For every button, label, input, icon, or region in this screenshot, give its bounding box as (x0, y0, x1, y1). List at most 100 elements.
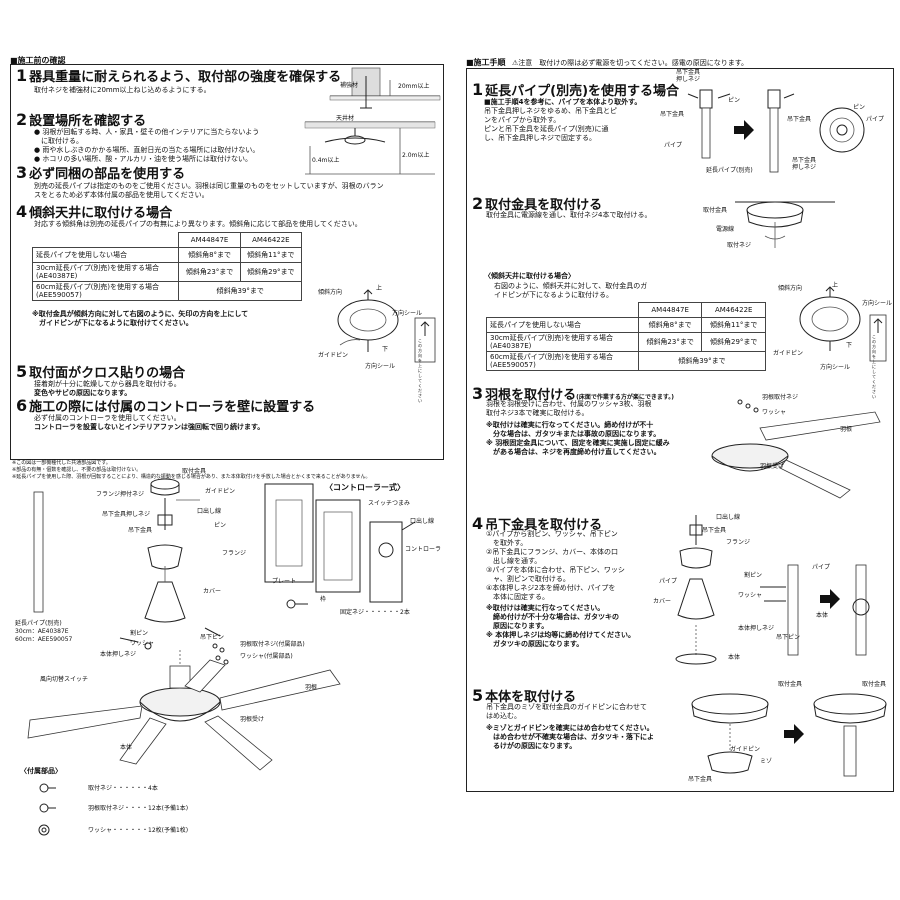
r-step5-notes: ※ミゾとガイドピンを確実にはめ合わせてください。 はめ合わせが不確実な場合は、ガ… (486, 724, 654, 750)
r2-power: 電源線 (716, 226, 735, 233)
step3-body: 別売の延長パイプは指定のものをご使用ください。羽根は同じ重量のものをセットしてい… (34, 182, 384, 199)
step4-note: ※取付金具が傾斜方向に対して右図のように、矢印の方向を上にして ガイドピンが下に… (32, 310, 249, 327)
body-mount-diagram (691, 693, 887, 777)
lbl-switch: 風向切替スイッチ (40, 676, 89, 683)
lbl-frame: 枠 (320, 596, 327, 603)
lbl-blade: 羽根 (305, 684, 318, 691)
r5-guide: ガイドピン (730, 746, 761, 753)
lbl-cover: カバー (203, 588, 222, 595)
left-section-header: ■施工前の確認 (10, 56, 66, 65)
slope-mount-diagram-right (799, 286, 887, 362)
vertical-seal-left: この方向を上にしてください (418, 338, 422, 403)
r5-mount: 取付金具 (778, 681, 803, 688)
parts-title: 〈コントローラー式〉 (325, 483, 405, 492)
r5-hanger: 吊下金具 (688, 776, 713, 783)
r4-flange: フランジ (726, 539, 751, 546)
r2-screw: 取付ネジ (727, 242, 752, 249)
step6-bold: コントローラを設置しないとインテリアファンは強回転で回り続けます。 (34, 423, 265, 431)
accessory-2: 羽根取付ネジ・・・・12本(予備1本) (88, 805, 189, 812)
r1-pin2: ピン (853, 104, 866, 111)
r3-washer: ワッシャ (762, 409, 787, 416)
r5-mount2: 取付金具 (862, 681, 887, 688)
r1-hang-screw: 吊下金具 押しネジ (676, 69, 701, 83)
lbl-body: 本体 (120, 744, 133, 751)
r4-hang-pin: 吊下ピン (776, 634, 801, 641)
r-down-label: 下 (846, 342, 853, 349)
step2-body: ● 羽根が回転する時、人・家具・壁その他インテリアに当たらないよう に取付ける。… (34, 128, 260, 163)
r1-hanger2: 吊下金具 (787, 116, 812, 123)
ext-pipe-diagram (687, 89, 865, 173)
lbl-knob: スイッチつまみ (368, 500, 411, 507)
r-step1-body: 吊下金具押しネジをゆるめ、吊下金具とピ ンをパイプから取外す。 ピンと吊下金具を… (484, 107, 617, 142)
r4-washer: ワッシャ (738, 592, 763, 599)
r4-hanger: 吊下金具 (702, 527, 727, 534)
r3-blade: 羽根 (840, 426, 853, 433)
r1-hang-screw2: 吊下金具 押しネジ (792, 157, 817, 171)
r1-ext: 延長パイプ(別売) (706, 167, 753, 174)
r-step2-body: 取付金具に電源線を通し、取付ネジ4本で取付ける。 (486, 211, 652, 219)
lbl-ext-60: 60cm：AEE590057 (15, 636, 73, 643)
step5-bold: 変色やサビの原因になります。 (34, 389, 132, 397)
r4-body: 本体 (816, 612, 829, 619)
r3-screw: 羽根取付ネジ (762, 394, 799, 401)
pre-check-box (10, 64, 444, 460)
lbl-hanger: 吊下金具 (128, 527, 153, 534)
lbl-ext-pipe: 延長パイプ(別売) (15, 620, 62, 627)
r4-body-screw: 本体押しネジ (738, 625, 775, 632)
up-label-left: 上 (376, 285, 383, 292)
r-guide-label: ガイドピン (773, 350, 804, 357)
seal2-label-left: 方向シール (365, 363, 396, 370)
lbl-washer2: ワッシャ(付属部品) (240, 653, 293, 660)
r2-mount: 取付金具 (703, 207, 728, 214)
r1-pipe: パイプ (664, 142, 683, 149)
procedure-box (466, 68, 894, 792)
lbl-ext-30: 30cm：AE40387E (15, 628, 69, 635)
step1-body: 取付ネジを補強材に20mm以上ねじ込めるようにする。 (34, 86, 211, 94)
lbl-plate: プレート (272, 578, 297, 585)
lbl-mount: 取付金具 (182, 468, 207, 475)
step5-body: 接着剤が十分に乾燥してから器具を取付ける。 (34, 380, 181, 388)
r-step1-bold: ■施工手順4を参考に、パイプを本体より取外す。 (484, 98, 642, 106)
r-up-label: 上 (832, 282, 839, 289)
r4-cover: カバー (653, 598, 672, 605)
lbl-flange-screw: フランジ押付ネジ (96, 491, 145, 498)
step6-body: 必ず付属のコントローラを使用してください。 (34, 414, 181, 422)
right-section-header: ■施工手順 (466, 58, 506, 67)
r-slope-head: 〈傾斜天井に取付ける場合〉 (484, 272, 575, 280)
r4-pipe2: パイプ (812, 564, 831, 571)
clearance-diagram (304, 121, 436, 175)
lbl-guide: ガイドピン (205, 488, 236, 495)
caution-text: ⚠注意 取付けの際は必ず電源を切ってください。感電の原因になります。 (512, 59, 749, 67)
dim-04m: 0.4m以上 (312, 157, 340, 164)
lbl-blade-holder: 羽根受け (240, 716, 265, 723)
r4-lead: 口出し線 (716, 514, 741, 521)
seal-label-left: 方向シール (392, 310, 423, 317)
r-seal-label: 方向シール (862, 300, 893, 307)
lbl-split: 口出し線 (197, 508, 222, 515)
lbl-washer: ワッシャ (130, 640, 155, 647)
accessories-icons (38, 783, 56, 836)
r1-pipe2: パイプ (866, 116, 885, 123)
lbl-flange: フランジ (222, 550, 247, 557)
r5-groove: ミゾ (760, 758, 773, 765)
mount-install-diagram (735, 201, 835, 248)
guide-label-left: ガイドピン (318, 352, 349, 359)
r1-pin: ピン (728, 97, 741, 104)
slope-mount-diagram-left (337, 289, 436, 363)
lbl-hang-screw: 吊下金具押しネジ (102, 511, 151, 518)
lbl-blade-screw: 羽根取付ネジ(付属部品) (240, 641, 305, 648)
down-label-left: 下 (382, 346, 389, 353)
accessories-title: 〈付属部品〉 (20, 767, 62, 775)
lbl-pin: ピン (214, 522, 227, 529)
r-slope-body: 右図のように、傾斜天井に対して、取付金具のガ イドピンが下になるように取付ける。 (494, 282, 648, 299)
r4-split: 割ピン (744, 572, 763, 579)
dim-20m: 2.0m以上 (402, 152, 430, 159)
